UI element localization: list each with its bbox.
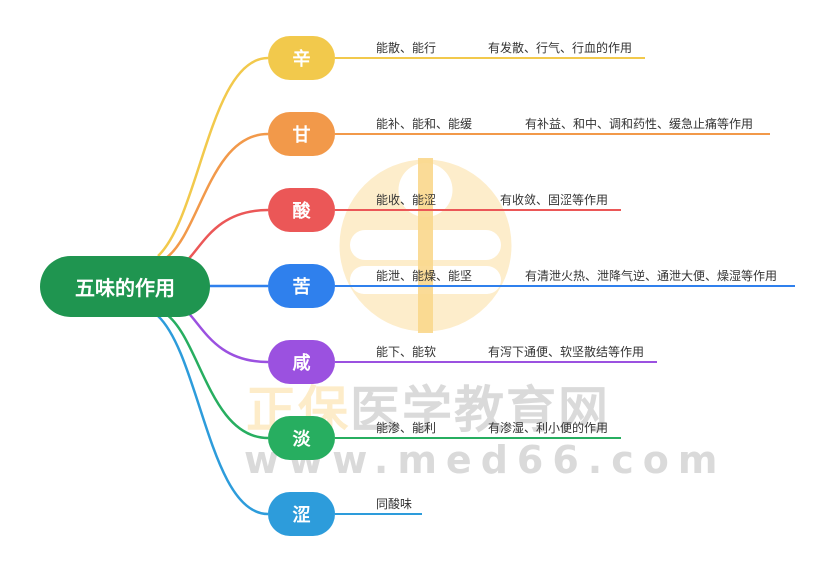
ability-text: 能泄、能燥、能坚 [376,269,473,283]
flavor-node[interactable]: 淡 [268,416,335,460]
branch-curve [157,56,269,257]
ability-text: 能渗、能利 [376,421,437,435]
flavor-node[interactable]: 苦 [268,264,335,308]
effect-text: 有发散、行气、行血的作用 [488,41,633,55]
ability-text: 同酸味 [376,497,413,511]
flavor-node[interactable]: 咸 [268,340,335,384]
branch-curve [157,315,269,516]
effect-text: 有渗湿、利小便的作用 [488,421,609,435]
branch-curve [165,312,269,440]
flavor-node[interactable]: 酸 [268,188,335,232]
flavor-node[interactable]: 涩 [268,492,335,536]
effect-text: 有清泄火热、泄降气逆、通泄大便、燥湿等作用 [525,269,778,283]
flavor-node[interactable]: 辛 [268,36,335,80]
ability-text: 能收、能涩 [376,193,437,207]
ability-text: 能下、能软 [376,345,437,359]
ability-text: 能散、能行 [376,41,437,55]
root-node[interactable]: 五味的作用 [40,256,210,317]
effect-text: 有收敛、固涩等作用 [500,193,609,207]
flavor-node[interactable]: 甘 [268,112,335,156]
ability-text: 能补、能和、能缓 [376,117,473,131]
branch-curve [165,132,269,260]
effect-text: 有泻下通便、软坚散结等作用 [488,345,645,359]
effect-text: 有补益、和中、调和药性、缓急止痛等作用 [525,117,754,131]
